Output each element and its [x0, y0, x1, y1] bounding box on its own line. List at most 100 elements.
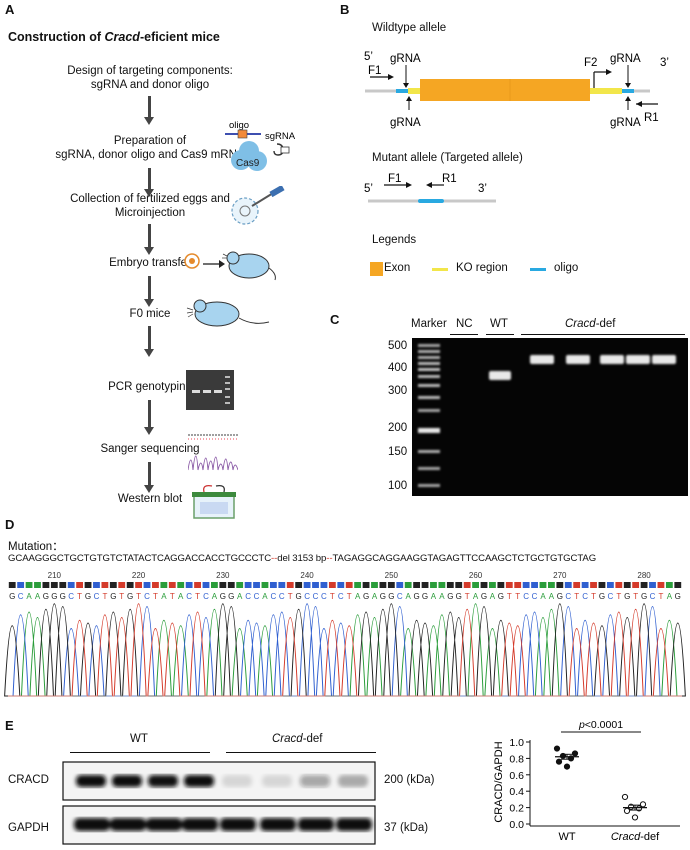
lane-label-cracd-def: Cracd-def [565, 318, 616, 330]
y-tick-label: 0.2 [509, 803, 524, 815]
basecall-letter: T [515, 592, 520, 601]
position-tick-label: 250 [385, 571, 399, 580]
basecall-letter: T [465, 592, 470, 601]
trace-T [8, 603, 682, 697]
basecall-quality-square [573, 582, 581, 588]
basecall-quality-square [135, 582, 142, 588]
legend-label-oligo: oligo [554, 262, 579, 274]
basecall-letter: C [245, 592, 251, 601]
basecall-quality-square [396, 582, 404, 588]
flow-arrow [144, 96, 154, 125]
basecall-quality-square [320, 582, 328, 588]
gapdh-band [298, 818, 334, 831]
basecall-letter: A [431, 592, 437, 601]
position-tick-label: 220 [132, 571, 146, 580]
basecall-letter: G [363, 592, 369, 601]
western-blot-apparatus-icon [192, 484, 236, 519]
group-label-cracd-def: Cracd-def [272, 733, 323, 745]
step-embryo-transfer: Embryo transfer [109, 257, 191, 269]
step-pcr-genotyping: PCR genotyping [108, 381, 192, 393]
f2-label: F2 [584, 57, 597, 69]
basecall-letter: C [607, 592, 613, 601]
basecall-letter: A [406, 592, 412, 601]
basecall-quality-square [118, 582, 126, 588]
position-tick-label: 230 [216, 571, 230, 580]
basecall-letter: T [658, 592, 663, 601]
basecall-letter: C [565, 592, 571, 601]
basecall-letter: A [237, 592, 243, 601]
basecall-quality-square [548, 582, 555, 588]
data-point [623, 807, 631, 814]
data-point [553, 745, 561, 752]
basecall-quality-square [640, 582, 648, 588]
basecall-quality-square [42, 582, 50, 588]
basecall-quality-square [345, 582, 353, 588]
basecall-quality-square [514, 582, 522, 588]
basecall-quality-square [379, 582, 387, 588]
basecall-letter: C [254, 592, 260, 601]
basecall-letter: G [413, 592, 419, 601]
basecall-letter: A [439, 592, 445, 601]
basecall-quality-square [505, 582, 513, 588]
basecall-quality-square [606, 582, 614, 588]
basecall-letter: G [388, 592, 394, 601]
basecall-quality-square [480, 582, 488, 588]
panel-c-label: C [330, 312, 340, 327]
gapdh-band [110, 818, 146, 831]
basecall-quality-square [421, 582, 429, 588]
basecall-quality-square [598, 582, 606, 588]
basecall-letter: G [228, 592, 234, 601]
y-tick-label: 0.8 [509, 753, 524, 765]
basecall-quality-square [76, 582, 84, 588]
p-value-label: p<0.0001 [578, 719, 623, 731]
basecall-quality-square [278, 582, 286, 588]
cracd-band [148, 775, 178, 787]
gapdh-band [220, 818, 256, 831]
basecall-quality-square [657, 582, 665, 588]
group-label-wt: WT [130, 733, 148, 745]
basecall-quality-square [143, 582, 151, 588]
ladder-label: 200 [388, 422, 408, 434]
ladder-label: 100 [388, 480, 408, 492]
basecall-quality-square [84, 582, 92, 588]
basecall-quality-square [354, 582, 362, 588]
basecall-quality-square [455, 582, 463, 588]
position-tick-label: 240 [300, 571, 314, 580]
r1-label: R1 [442, 173, 457, 185]
basecall-letter: T [136, 592, 141, 601]
cracd-row-label: CRACD [8, 774, 49, 786]
position-tick-label: 260 [469, 571, 483, 580]
gapdh-band [336, 818, 372, 831]
basecall-quality-square [430, 582, 437, 588]
data-point [639, 801, 647, 808]
basecall-quality-square [253, 582, 260, 588]
y-tick-label: 1.0 [509, 737, 524, 749]
gapdh-band [260, 818, 296, 831]
basecall-letter: A [667, 592, 673, 601]
cracd-band [300, 775, 330, 787]
basecall-letter: C [68, 592, 74, 601]
basecall-letter: C [582, 592, 588, 601]
basecall-letter: T [119, 592, 124, 601]
grna-label: gRNA [610, 53, 641, 65]
legend-swatch-oligo [530, 268, 546, 271]
legend-label-exon: Exon [384, 262, 411, 274]
flow-arrow [144, 224, 154, 255]
basecall-quality-square [590, 582, 597, 588]
western-blot-image [62, 761, 376, 845]
basecall-quality-square [50, 582, 58, 588]
basecall-letter: C [313, 592, 319, 601]
grna-label: gRNA [610, 117, 641, 129]
basecall-letter: G [85, 592, 91, 601]
basecall-letter: G [641, 592, 647, 601]
basecall-letter: G [110, 592, 116, 601]
basecall-letter: G [127, 592, 133, 601]
basecall-letter: G [481, 592, 487, 601]
basecall-quality-square [168, 582, 176, 588]
flow-arrow [144, 276, 154, 307]
basecall-quality-square [674, 582, 682, 588]
basecall-letter: C [186, 592, 192, 601]
basecall-quality-square [337, 582, 345, 588]
